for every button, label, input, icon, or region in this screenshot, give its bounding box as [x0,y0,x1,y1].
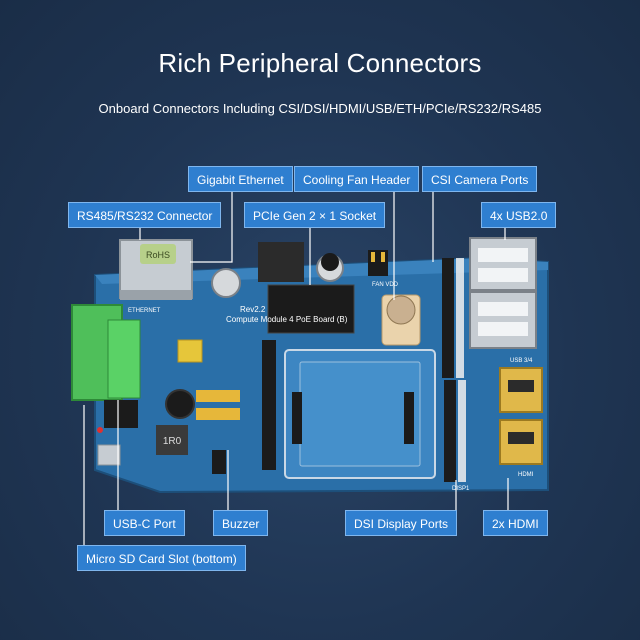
pcie-socket [267,284,355,334]
silk-revision: Rev2.2 [240,305,266,314]
microsd-slot [104,400,138,428]
callout-dsi-display-ports: DSI Display Ports [345,510,458,536]
callout-csi-camera-ports: CSI Camera Ports [422,166,538,192]
inductor [156,425,188,455]
jumper-row-1 [196,390,240,402]
usbc-connector [97,444,121,466]
silk-disp: DISP1 [452,486,470,492]
callout-gigabit-ethernet: Gigabit Ethernet [188,166,293,192]
callout-rs485-rs232: RS485/RS232 Connector [68,202,222,228]
cm4-connector-right [404,392,414,444]
dsi-connector [444,380,456,482]
capacitor-1 [211,268,241,298]
ethernet-jack-base [120,290,192,300]
callout-buzzer: Buzzer [213,510,269,536]
inductor-text: 1R0 [163,436,182,447]
silk-fan: FAN VDD [372,282,399,288]
gpio-header [262,340,276,470]
boot-switch [212,450,226,474]
callout-hdmi: 2x HDMI [483,510,548,536]
silk-hdmi: HDMI [518,472,534,478]
silk-board-name: Compute Module 4 PoE Board (B) [226,315,348,324]
capacitor-2-top [321,253,339,271]
cm4-connector-left [292,392,302,444]
rohs-sticker [140,244,176,264]
silk-usb: USB 3/4 [510,358,533,364]
csi-connector-1 [442,258,454,378]
callout-usb2: 4x USB2.0 [481,202,557,228]
page-subtitle: Onboard Connectors Including CSI/DSI/HDM… [98,101,542,116]
jumper-row-2 [196,408,240,420]
terminal-block-side [107,319,141,399]
jumper-block [177,339,203,363]
callout-pcie-socket: PCIe Gen 2 × 1 Socket [244,202,386,228]
usb-stack-bottom [469,291,537,349]
silk-ethernet: ETHERNET [128,308,161,314]
buzzer-component [165,389,195,419]
rohs-text: RoHS [146,250,170,260]
callout-micro-sd: Micro SD Card Slot (bottom) [77,545,246,571]
callout-cooling-fan-header: Cooling Fan Header [294,166,420,192]
callout-usbc-port: USB-C Port [104,510,185,536]
page-title: Rich Peripheral Connectors [158,48,482,78]
pcie-magnetics [258,242,304,282]
